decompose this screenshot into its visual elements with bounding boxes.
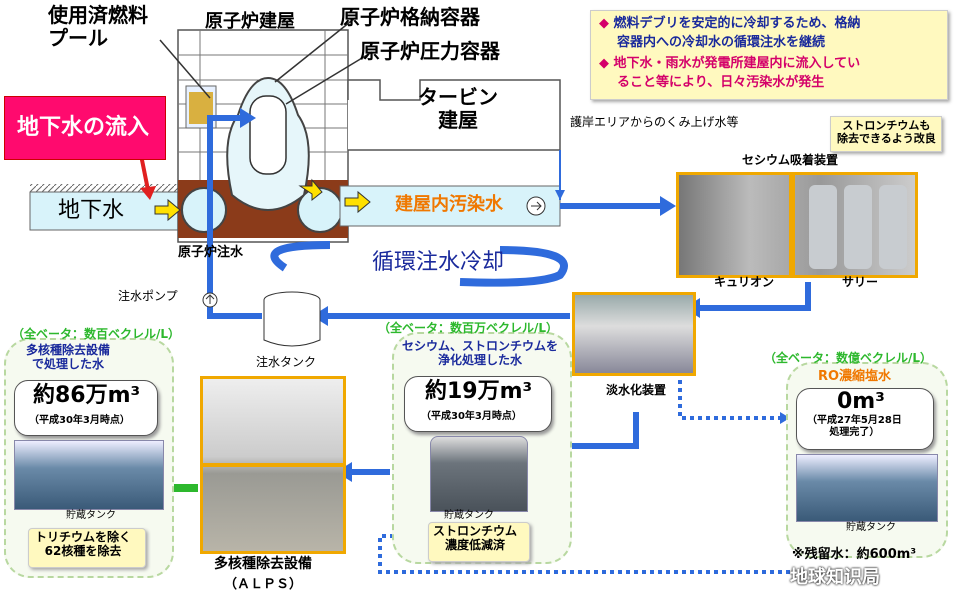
alps-photo [200, 376, 346, 554]
watermark: 地球知识局 [790, 567, 880, 588]
note-line-3: ◆ 地下水・雨水が発電所建屋内に流入してい [599, 56, 861, 71]
circulation-cooling-label: 循環注水冷却 [372, 250, 505, 275]
alps-abbr: （ＡＬＰＳ） [224, 577, 303, 592]
alps-water-footer: トリチウムを除く 62核種を除去 [28, 528, 146, 568]
cesium-upgrade-note: ストロンチウムも 除去できるよう改良 [830, 116, 942, 152]
alps-water-tank-photo [14, 440, 164, 510]
sr-water-tank-photo [430, 436, 528, 512]
injection-tank-label: 注水タンク [256, 355, 317, 369]
reactor-injection-label: 原子炉注水 [178, 245, 244, 260]
contaminated-water-label: 建屋内汚染水 [395, 194, 503, 215]
cesium-photo [676, 172, 918, 278]
alps-water-tank-label: 貯蔵タンク [66, 510, 116, 521]
injection-pump-label: 注水ポンプ [118, 289, 178, 303]
ro-water-volume: 0m³ [837, 389, 885, 414]
ro-water-volume-box: 0m³ （平成27年5月28日 処理完了） [796, 388, 934, 450]
pressure-vessel-label: 原子炉圧力容器 [360, 39, 500, 63]
sr-water-footer: ストロンチウム 濃度低減済 [428, 522, 530, 562]
alps-label: 多核種除去設備 [214, 556, 312, 572]
note-line-2: 容器内への冷却水の循環注水を継続 [617, 35, 826, 50]
kurion-label: キュリオン [714, 275, 775, 289]
desalination-photo [572, 292, 696, 376]
ground-hatch [30, 184, 180, 192]
ro-water-caption: RO濃縮塩水 [818, 369, 892, 384]
reactor-building-label: 原子炉建屋 [205, 11, 295, 32]
containment-label: 原子炉格納容器 [340, 5, 480, 29]
groundwater-inflow-box: 地下水の流入 [4, 96, 166, 160]
pressure-vessel-shape [249, 95, 287, 175]
note-line-1: ◆ 燃料デブリを安定的に冷却するため、格納 [599, 16, 861, 31]
sarry-label: サリー [842, 275, 879, 289]
sr-water-volume: 約19万m³ [425, 379, 533, 404]
turbine-building-outline [347, 79, 561, 151]
turbine-building-label: タービン 建屋 [418, 85, 498, 132]
sr-water-caption: セシウム、ストロンチウムを 浄化処理した水 [402, 339, 559, 367]
seawall-pumped-label: 護岸エリアからのくみ上げ水等 [570, 115, 739, 129]
sr-water-beta: （全ベータ：数百万ベクレル/L） [378, 321, 559, 335]
alps-water-date: （平成30年3月時点） [29, 415, 130, 426]
desalination-label: 淡水化装置 [606, 383, 667, 397]
groundwater-label: 地下水 [58, 198, 125, 223]
notes-box: ◆ 燃料デブリを安定的に冷却するため、格納 容器内への冷却水の循環注水を継続 ◆… [590, 10, 948, 100]
ro-water-tank-photo [796, 454, 938, 522]
spent-fuel-pool-label: 使用済燃料 プール [48, 3, 148, 50]
alps-water-caption: 多核種除去設備 で処理した水 [26, 343, 111, 371]
ro-water-residual: ※残留水：約600m³ [792, 547, 917, 562]
cesium-title: セシウム吸着装置 [742, 153, 839, 167]
ro-water-date: （平成27年5月28日 処理完了） [807, 415, 902, 438]
note-line-4: ること等により、日々汚染水が発生 [617, 75, 825, 90]
sr-water-volume-box: 約19万m³ （平成30年3月時点） [404, 376, 552, 432]
alps-water-volume: 約86万m³ [33, 383, 141, 408]
groundwater-inflow-label: 地下水の流入 [17, 115, 150, 140]
alps-water-volume-box: 約86万m³ （平成30年3月時点） [14, 380, 158, 436]
ro-water-beta: （全ベータ：数億ベクレル/L） [764, 351, 933, 365]
sr-water-tank-label: 貯蔵タンク [444, 510, 494, 521]
sr-water-date: （平成30年3月時点） [421, 411, 522, 422]
contaminated-water-tube [339, 185, 561, 227]
ro-water-tank-label: 貯蔵タンク [846, 522, 896, 533]
alps-water-beta: （全ベータ：数百ベクレル/L） [12, 327, 181, 341]
